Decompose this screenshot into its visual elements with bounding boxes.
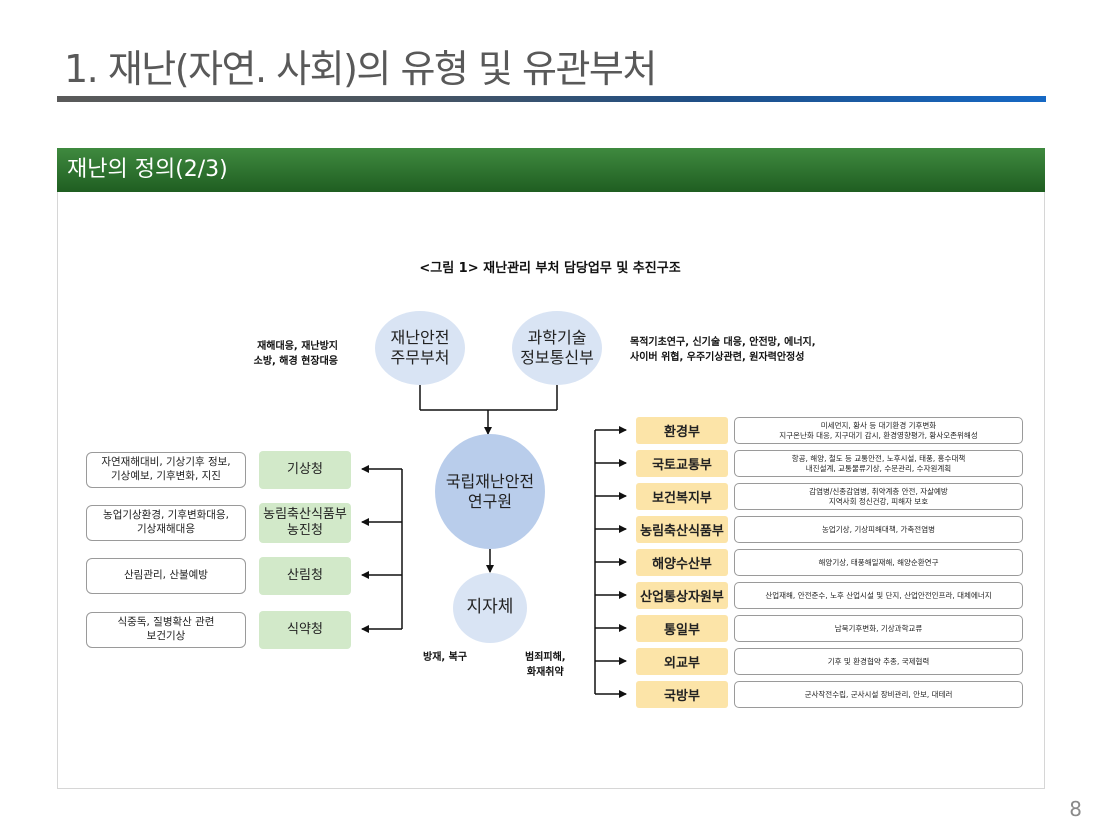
note-science-ministry: 목적기초연구, 신기술 대응, 안전망, 에너지, 사이버 위협, 우주기상관련… [630, 337, 816, 363]
agency-box: 식약청 [259, 611, 351, 649]
note-disaster-ministry: 재해대응, 재난방지 소방, 해경 현장대응 [253, 341, 338, 367]
ministry-duty-box: 항공, 해양, 철도 등 교통안전, 노후시설, 태풍, 홍수대책 내진설계, … [734, 450, 1023, 477]
agency-desc-box: 자연재해대비, 기상기후 정보, 기상예보, 기후변화, 지진 [86, 452, 246, 488]
note-local-left: 방재, 복구 [423, 652, 468, 663]
agency-desc-box: 농업기상환경, 기후변화대응, 기상재해대응 [86, 505, 246, 541]
ministry-box: 환경부 [636, 417, 728, 444]
node-disaster-ministry: 재난안전 주무부처 [375, 311, 465, 385]
node-science-ministry: 과학기술 정보통신부 [512, 311, 602, 385]
ministry-duty-box: 감염병/신종감염병, 취약계층 안전, 자살예방 지역사회 정신건강, 피해자 … [734, 483, 1023, 510]
ministry-duty-box: 남북기후변화, 기상과학교류 [734, 615, 1023, 642]
section-title-bar: 재난의 정의(2/3) [57, 148, 1045, 192]
ministry-duty-box: 미세먼지, 황사 등 대기환경 기후변화 지구온난화 대응, 지구대기 감시, … [734, 417, 1023, 444]
ministry-box: 통일부 [636, 615, 728, 642]
ministry-box: 산업통상자원부 [636, 582, 728, 609]
ministry-duty-box: 농업기상, 기상피해대책, 가축전염병 [734, 516, 1023, 543]
ministry-box: 보건복지부 [636, 483, 728, 510]
ministry-duty-box: 군사작전수립, 군사시설 장비관리, 안보, 대테러 [734, 681, 1023, 708]
node-national-institute: 국립재난안전 연구원 [435, 434, 545, 549]
ministry-box: 외교부 [636, 648, 728, 675]
node-local-government: 지자체 [453, 573, 527, 643]
slide-title: 1. 재난(자연. 사회)의 유형 및 유관부처 [64, 47, 657, 91]
ministry-duty-box: 해양기상, 태풍해일재해, 해양순환연구 [734, 549, 1023, 576]
ministry-box: 해양수산부 [636, 549, 728, 576]
title-rule [57, 96, 1046, 102]
agency-box: 산림청 [259, 557, 351, 595]
agency-desc-box: 식중독, 질병확산 관련 보건기상 [86, 612, 246, 648]
note-local-right: 범죄피해, 화재취약 [525, 652, 566, 678]
ministry-box: 농림축산식품부 [636, 516, 728, 543]
agency-box: 농림축산식품부 농진청 [259, 503, 351, 543]
page-number: 8 [1069, 797, 1082, 821]
agency-box: 기상청 [259, 451, 351, 489]
ministry-duty-box: 기후 및 환경협약 추종, 국제협력 [734, 648, 1023, 675]
agency-desc-box: 산림관리, 산불예방 [86, 558, 246, 594]
figure-caption: <그림 1> 재난관리 부처 담당업무 및 추진구조 [419, 261, 681, 276]
ministry-box: 국방부 [636, 681, 728, 708]
ministry-box: 국토교통부 [636, 450, 728, 477]
ministry-duty-box: 산업재해, 안전준수, 노후 산업시설 및 단지, 산업안전인프라, 대체에너지 [734, 582, 1023, 609]
section-title: 재난의 정의(2/3) [67, 157, 228, 182]
